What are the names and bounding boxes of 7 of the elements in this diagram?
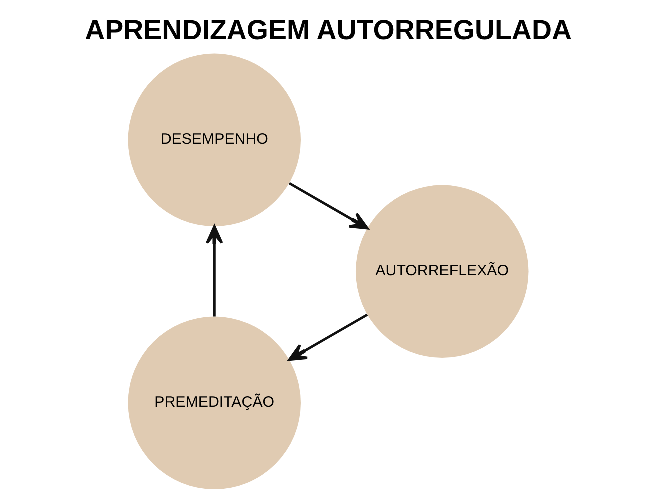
arrow (288, 314, 368, 362)
node-circle: AUTORREFLEXÃO (356, 185, 528, 358)
diagram-title: APRENDIZAGEM AUTORREGULADA (84, 14, 572, 46)
node-circle: PREMEDITAÇÃO (128, 316, 300, 490)
node-circle: DESEMPENHO (128, 54, 300, 227)
arrow (288, 182, 368, 230)
arrow (205, 225, 223, 317)
